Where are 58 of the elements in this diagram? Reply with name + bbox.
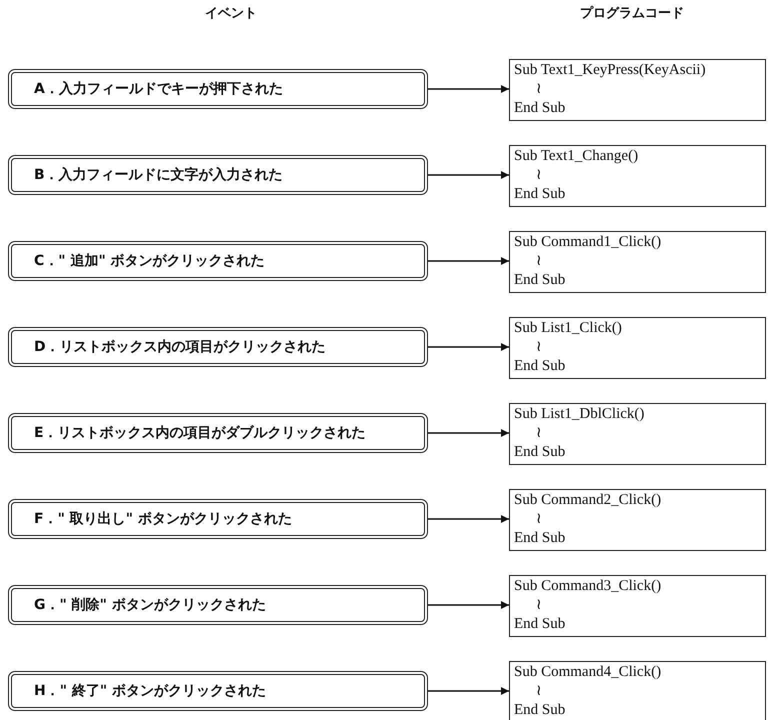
ellipsis-mark: ≀: [535, 424, 543, 443]
event-box: [8, 155, 428, 195]
event-text: H．" 終了" ボタンがクリックされた: [34, 682, 266, 700]
code-line: End Sub: [514, 701, 566, 720]
arrow: [428, 171, 509, 179]
ellipsis-mark: ≀: [535, 682, 543, 701]
event-text: E．リストボックス内の項目がダブルクリックされた: [34, 424, 366, 442]
code-line: End Sub: [514, 615, 566, 634]
ellipsis-mark: ≀: [535, 510, 543, 529]
ellipsis-mark: ≀: [535, 252, 543, 271]
ellipsis-mark: ≀: [535, 338, 543, 357]
event-box: [8, 241, 428, 281]
code-line: End Sub: [514, 99, 566, 118]
arrow: [428, 85, 509, 93]
code-line: End Sub: [514, 529, 566, 548]
code-box: [509, 231, 766, 293]
event-text: F．" 取り出し" ボタンがクリックされた: [34, 510, 292, 528]
event-box: [8, 585, 428, 625]
event-box: [8, 69, 428, 109]
code-line: Sub Command3_Click(): [514, 577, 662, 596]
event-text: B．入力フィールドに文字が入力された: [34, 166, 283, 184]
code-line: Sub Command1_Click(): [514, 233, 662, 252]
arrow: [428, 343, 509, 351]
arrow: [428, 257, 509, 265]
arrow: [428, 429, 509, 437]
code-line: Sub Text1_Change(): [514, 147, 640, 166]
code-box: [509, 575, 766, 637]
code-line: End Sub: [514, 185, 566, 204]
event-text: D．リストボックス内の項目がクリックされた: [34, 338, 326, 356]
code-box: [509, 661, 766, 720]
column-heading: イベント: [205, 5, 257, 22]
arrow: [428, 601, 509, 609]
event-box: [8, 413, 428, 453]
ellipsis-mark: ≀: [535, 596, 543, 615]
code-line: Sub Command4_Click(): [514, 663, 662, 682]
arrow: [428, 515, 509, 523]
code-box: [509, 317, 766, 379]
code-line: Sub Text1_KeyPress(KeyAscii): [514, 61, 707, 80]
event-text: C．" 追加" ボタンがクリックされた: [34, 252, 265, 270]
event-text: A．入力フィールドでキーが押下された: [34, 80, 283, 98]
code-box: [509, 59, 766, 121]
event-box: [8, 327, 428, 367]
code-line: End Sub: [514, 443, 566, 462]
code-line: Sub Command2_Click(): [514, 491, 662, 510]
code-box: [509, 489, 766, 551]
code-box: [509, 403, 766, 465]
event-text: G．" 削除" ボタンがクリックされた: [34, 596, 266, 614]
event-box: [8, 671, 428, 711]
code-line: End Sub: [514, 271, 566, 290]
code-line: Sub List1_DblClick(): [514, 405, 646, 424]
code-line: Sub List1_Click(): [514, 319, 623, 338]
code-line: End Sub: [514, 357, 566, 376]
event-box: [8, 499, 428, 539]
ellipsis-mark: ≀: [535, 80, 543, 99]
arrow: [428, 687, 509, 695]
column-heading: プログラムコード: [580, 4, 684, 22]
ellipsis-mark: ≀: [535, 166, 543, 185]
code-box: [509, 145, 766, 207]
